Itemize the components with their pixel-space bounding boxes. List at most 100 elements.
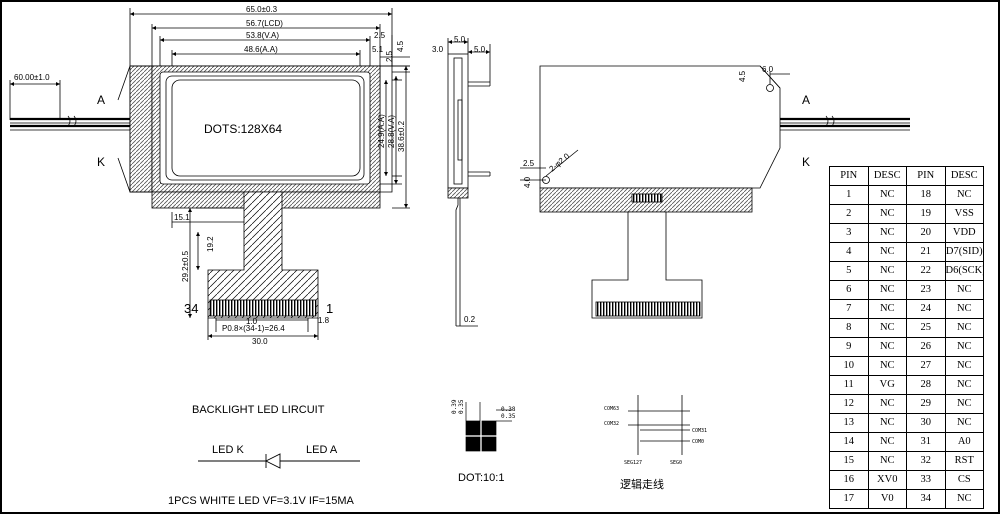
pin-number: 11: [829, 375, 869, 395]
dim-fpc-offset: 15.1: [174, 213, 190, 222]
pin-number: 5: [829, 261, 869, 281]
header-pin: PIN: [829, 166, 869, 186]
pin-description: VSS: [944, 204, 984, 224]
dim-lcd-width: 56.7(LCD): [246, 19, 283, 28]
pin-number: 25: [906, 318, 946, 338]
header-desc: DESC: [867, 166, 907, 186]
header-desc: DESC: [944, 166, 984, 186]
pin-number: 34: [906, 489, 946, 509]
routing-com0: COM0: [692, 439, 704, 445]
pin-description: NC: [944, 489, 984, 509]
pin-description: NC: [944, 413, 984, 433]
pin-number: 27: [906, 356, 946, 376]
dim-right-5-1: 5.1: [372, 45, 384, 54]
pin-description: NC: [867, 261, 907, 281]
pin-number: 16: [829, 470, 869, 490]
pin-description: V0: [867, 489, 907, 509]
pin-number: 3: [829, 223, 869, 243]
routing-com32: COM32: [604, 421, 619, 427]
backlight-title: BACKLIGHT LED LIRCUIT: [192, 404, 325, 416]
pin-number: 6: [829, 280, 869, 300]
dim-fpc-step: 19.2: [206, 236, 215, 252]
pin-last-label: 34: [184, 301, 198, 316]
rear-anode-label: A: [802, 93, 810, 107]
pin-number: 2: [829, 204, 869, 224]
routing-com31: COM31: [692, 428, 707, 434]
rear-dim-2-5: 2.5: [523, 159, 535, 168]
rear-dim-4-5: 4.5: [738, 70, 747, 82]
pin-number: 4: [829, 242, 869, 262]
side-dim-0-2: 0.2: [464, 315, 476, 324]
pin-description: NC: [944, 318, 984, 338]
pin-number: 12: [829, 394, 869, 414]
front-view: [9, 8, 410, 340]
pin-number: 20: [906, 223, 946, 243]
pin-description: NC: [867, 299, 907, 319]
dim-va-width: 53.8(V.A): [246, 31, 279, 40]
routing-seg127: SEG127: [624, 460, 642, 466]
pin-number: 14: [829, 432, 869, 452]
pin-description: NC: [867, 242, 907, 262]
side-dim-5-0a: 5.0: [454, 35, 466, 44]
pin-number: 32: [906, 451, 946, 471]
pin-description: NC: [944, 337, 984, 357]
pin-description: NC: [867, 318, 907, 338]
pin-number: 7: [829, 299, 869, 319]
pin-number: 15: [829, 451, 869, 471]
dot-dim-a: 0.39: [451, 399, 458, 414]
pin-number: 30: [906, 413, 946, 433]
cathode-label: K: [97, 155, 105, 169]
pin-number: 19: [906, 204, 946, 224]
pin-number: 26: [906, 337, 946, 357]
dim-pin-pitch: P0.8×(34-1)=26.4: [222, 324, 285, 333]
side-dim-3-0: 3.0: [432, 45, 444, 54]
side-dim-5-0b: 5.0: [474, 45, 486, 54]
pin-description: CS: [944, 470, 984, 490]
dot-dim-b: 0.35: [458, 399, 465, 414]
dot-dim-c: 0.38: [501, 406, 516, 413]
pin-description: D6(SCK): [944, 261, 984, 281]
rear-cathode-label: K: [802, 155, 810, 169]
pin-description: NC: [944, 299, 984, 319]
pin-description: NC: [867, 337, 907, 357]
pin-first-label: 1: [326, 301, 333, 316]
routing-com63: COM63: [604, 406, 619, 412]
led-a-label: LED A: [306, 444, 338, 456]
pin-number: 9: [829, 337, 869, 357]
pin-description: NC: [867, 413, 907, 433]
pin-description: VDD: [944, 223, 984, 243]
dim-right-2-5: 2.5: [374, 31, 386, 40]
pin-number: 29: [906, 394, 946, 414]
pin-description: NC: [867, 394, 907, 414]
pin-description: VG: [867, 375, 907, 395]
pin-description: NC: [944, 375, 984, 395]
rear-dim-4-0: 4.0: [523, 176, 532, 188]
pin-description: NC: [944, 185, 984, 205]
dim-aa-width: 48.6(A.A): [244, 45, 278, 54]
dim-overall-width: 65.0±0.3: [246, 5, 278, 14]
pin-description: RST: [944, 451, 984, 471]
dim-fpc-length: 29.2±0.5: [181, 250, 190, 282]
routing-seg0: SEG0: [670, 460, 682, 466]
pin-number: 8: [829, 318, 869, 338]
dim-lead-length: 60.00±1.0: [14, 73, 50, 82]
routing-diagram: [628, 395, 690, 455]
side-view: [447, 38, 491, 327]
dim-overall-height: 38.6±0.2: [397, 120, 406, 152]
routing-caption: 逻辑走线: [620, 477, 664, 491]
display-label: DOTS:128X64: [204, 122, 282, 136]
